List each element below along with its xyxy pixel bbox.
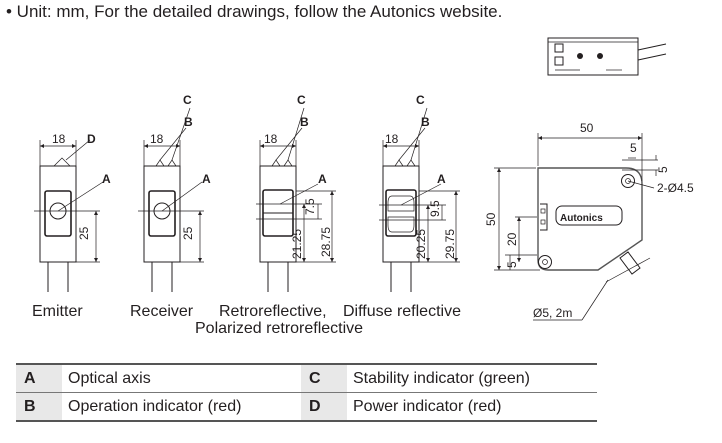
unit-note: • Unit: mm, For the detailed drawings, f… [6,2,503,21]
label-c-retro: C [297,93,306,107]
dimension-drawing: 18 25 18 25 18 7.5 21.25 28.75 18 9.5 20… [32,37,694,337]
dim-diffuse-width: 18 [385,132,399,146]
dim-retro-7-5: 7.5 [303,198,317,215]
legend-key: A [16,363,62,393]
top-view-icon [547,37,667,76]
dim-retro-width: 18 [264,132,278,146]
dim-side-height: 50 [484,212,498,226]
dim-side-5-right: 5 [656,166,670,173]
dim-emitter-height: 25 [77,226,91,240]
label-d: D [87,132,96,146]
autonics-logo: Autonics [560,213,603,224]
legend-value: Power indicator (red) [347,392,597,422]
label-a-emitter: A [102,172,111,186]
side-view-drawing [494,133,658,283]
caption-polarized: Polarized retroreflective [195,320,363,337]
diffuse-reflective-drawing [379,107,460,292]
emitter-drawing [34,139,104,292]
label-b-receiver: B [184,115,193,129]
dim-retro-21-25: 21.25 [290,229,304,259]
legend-row: A Optical axis C Stability indicator (gr… [16,363,597,393]
legend-row: B Operation indicator (red) D Power indi… [16,392,597,422]
dim-diffuse-20-25: 20.25 [414,229,428,259]
label-a-retro: A [318,172,327,186]
dim-retro-28-75: 28.75 [319,227,333,257]
dim-side-5-top: 5 [630,141,637,155]
label-a-receiver: A [202,172,211,186]
dim-diffuse-29-75: 29.75 [443,229,457,259]
dim-receiver-width: 18 [150,132,164,146]
dim-emitter-width: 18 [52,132,66,146]
dim-side-20: 20 [505,232,519,246]
label-b-diffuse: B [421,115,430,129]
label-c-diffuse: C [416,93,425,107]
dim-diffuse-9-5: 9.5 [428,200,442,217]
label-b-retro: B [300,115,309,129]
caption-receiver: Receiver [130,303,194,320]
retroreflective-drawing [256,107,336,292]
legend-value: Operation indicator (red) [62,392,301,422]
label-c-receiver: C [183,93,192,107]
dim-side-5-bottom: 5 [505,261,519,268]
legend-table: A Optical axis C Stability indicator (gr… [16,363,597,422]
dim-receiver-height: 25 [181,226,195,240]
label-a-diffuse: A [437,172,446,186]
dim-cable: Ø5, 2m [533,306,572,320]
legend-key: D [301,392,347,422]
dim-hole: 2-Ø4.5 [657,181,694,195]
receiver-drawing [138,107,204,292]
legend-key: C [301,363,347,393]
legend-key: B [16,392,62,422]
legend-value: Optical axis [62,363,301,393]
legend-value: Stability indicator (green) [347,363,597,393]
caption-emitter: Emitter [32,303,83,320]
caption-diffuse: Diffuse reflective [343,303,461,320]
caption-retroreflective: Retroreflective, [219,303,327,320]
dim-side-width: 50 [580,121,594,135]
